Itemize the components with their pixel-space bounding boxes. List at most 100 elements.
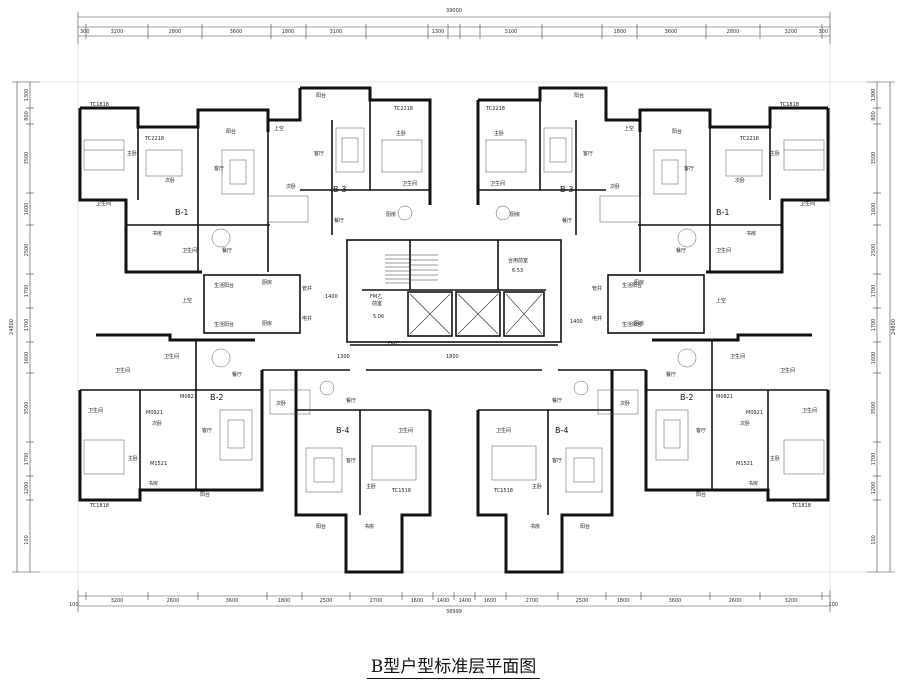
top-seg-7: 3100 [505,29,518,35]
room-living-b2-left: 客厅 [202,427,212,434]
room-bath-b1-right: 卫生间 [800,200,815,207]
unit-labels: B-1 B-3 B-3 B-1 B-2 B-4 B-4 B-2 [175,185,729,435]
dim-1400-left: 1400 [325,294,338,300]
room-bath3-b2-right: 卫生间 [802,407,817,414]
room-balcony-b3-left: 阳台 [316,92,326,99]
room-master-b1-right: 主卧 [770,150,780,157]
dim-1400-right: 1400 [570,319,583,325]
tag-m1521-b2-left: M1521 [150,461,167,467]
left-dimension-strip: 24800 1300 800 3500 1600 2500 1700 1700 … [9,81,40,573]
core-hall-label: 合用前室 [508,257,528,264]
room-study-b1-left: 书房 [152,230,162,237]
tag-tc1818-lower-right: TC1818 [791,503,811,509]
room-master-b3-left: 主卧 [396,130,406,137]
room-kitchen-b1-right: 厨房 [634,279,644,286]
room-bath-b1-left: 卫生间 [96,200,111,207]
left-seg-6: 1700 [24,285,30,298]
opening-tags: TC1818 TC1818 TC2218 TC2218 TC2218 TC221… [89,102,811,509]
room-balcony-b4-left: 阳台 [316,523,326,530]
right-seg-6: 1700 [871,285,877,298]
bottom-seg-2: 2600 [167,598,180,604]
unit-label-b4-right: B-4 [555,426,568,435]
room-kitchen-b3-right: 厨房 [510,211,520,218]
room-void-b1-left: 上空 [274,125,284,132]
room-study-b2-right: 书房 [748,480,758,487]
unit-label-b1-right: B-1 [716,208,729,217]
right-seg-8: 1600 [871,352,877,365]
bottom-dim-ticks [85,592,823,600]
room-void-b1-right: 上空 [624,125,634,132]
top-edge-right-dim: 300 [818,29,828,35]
room-balcony-b3-right: 阳台 [574,92,584,99]
left-seg-2: 800 [24,111,30,121]
tag-m0921-b2-right: M0921 [746,410,763,416]
unit-label-b3-left: B-3 [333,185,346,194]
room-living-b1-left: 客厅 [214,165,224,172]
tag-m0921-b2-left: M0921 [146,410,163,416]
room-bath-b2-left-top: 卫生间 [115,367,130,374]
room-dining-b2-right: 餐厅 [666,371,676,378]
room-bedroom-b2-right: 次卧 [740,420,750,427]
room-elec-right: 电井 [592,315,602,322]
core-dim-1800: 1800 [446,354,459,360]
room-living-b4-right: 客厅 [552,457,562,464]
bottom-seg-3: 3600 [226,598,239,604]
tag-tc1818-upper-right: TC1818 [779,102,799,108]
room-pipe-right: 管井 [592,285,602,292]
tag-tc1518-b4-left: TC1518 [391,488,411,494]
tag-tc2218-b3-left: TC2218 [393,106,413,112]
core-fm-upper: FM乙 [370,293,382,300]
room-dining-b4-left: 餐厅 [346,397,356,404]
room-study-b2-left: 书房 [148,480,158,487]
left-seg-1: 1300 [24,89,30,102]
room-bath3-b2-left: 卫生间 [88,407,103,414]
bottom-seg-4: 1800 [278,598,291,604]
room-master-b2-right: 主卧 [770,455,780,462]
bottom-seg-14: 3600 [669,598,682,604]
room-bath2-b1-left: 卫生间 [182,247,197,254]
room-bedroom-b3-left: 次卧 [286,183,296,190]
tag-m0821-b2-right: M0821 [716,394,733,400]
left-seg-bottom: 100 [24,535,30,545]
room-study-b4-right: 书房 [530,523,540,530]
unit-label-b1-left: B-1 [175,208,188,217]
unit-label-b2-left: B-2 [210,393,223,402]
top-edge-left-dim: 300 [80,29,90,35]
top-seg-1: 3200 [111,29,124,35]
room-balcony-b4-right: 阳台 [580,523,590,530]
room-dining-b1-right: 餐厅 [676,247,686,254]
room-bath2-b2-left: 卫生间 [164,353,179,360]
right-seg-9: 3500 [871,402,877,415]
tag-tc2218-upper-left: TC2218 [144,136,164,142]
room-dining-b3-right: 餐厅 [562,217,572,224]
bottom-seg-9: 1400 [459,598,472,604]
bottom-edge-right-dim: 100 [828,602,838,608]
room-labels: 主卧 次卧 卫生间 阳台 客厅 餐厅 卫生间 书房 厨房 上空 阳台 主卧 客厅… [88,92,817,530]
unit-label-b3-right: B-3 [560,185,573,194]
room-master-b4-right: 主卧 [532,483,542,490]
top-dimension-strip: 39000 300 300 3200 2800 3600 1800 3100 1… [77,8,831,44]
bottom-edge-left-dim: 100 [69,602,79,608]
room-bath-b2-right-top: 卫生间 [780,367,795,374]
right-dim-ticks [873,107,881,501]
exterior-walls [78,86,830,574]
room-bath2-b1-right: 卫生间 [716,247,731,254]
tag-tc2218-upper-right: TC2218 [739,136,759,142]
room-study-b4-left: 书房 [364,523,374,530]
room-balcony-b2-right: 阳台 [696,491,706,498]
tag-tc2218-b3-right: TC2218 [485,106,505,112]
top-seg-3: 3600 [230,29,243,35]
room-void-mid-right: 上空 [716,297,726,304]
bottom-overall-dim: 38999 [446,609,462,615]
left-seg-10: 1700 [24,453,30,466]
room-livingbal-left: 生活阳台 [214,282,234,289]
room-study-b1-right: 书房 [746,230,756,237]
elevator-shafts [409,293,543,335]
room-bedroom-b4-left: 次卧 [276,400,286,407]
right-seg-1: 1300 [871,89,877,102]
tag-m1521-b2-right: M1521 [736,461,753,467]
room-bedroom-b4-right: 次卧 [620,400,630,407]
room-balcony-b1-right: 阳台 [672,128,682,135]
room-bedroom-b3-right: 次卧 [610,183,620,190]
